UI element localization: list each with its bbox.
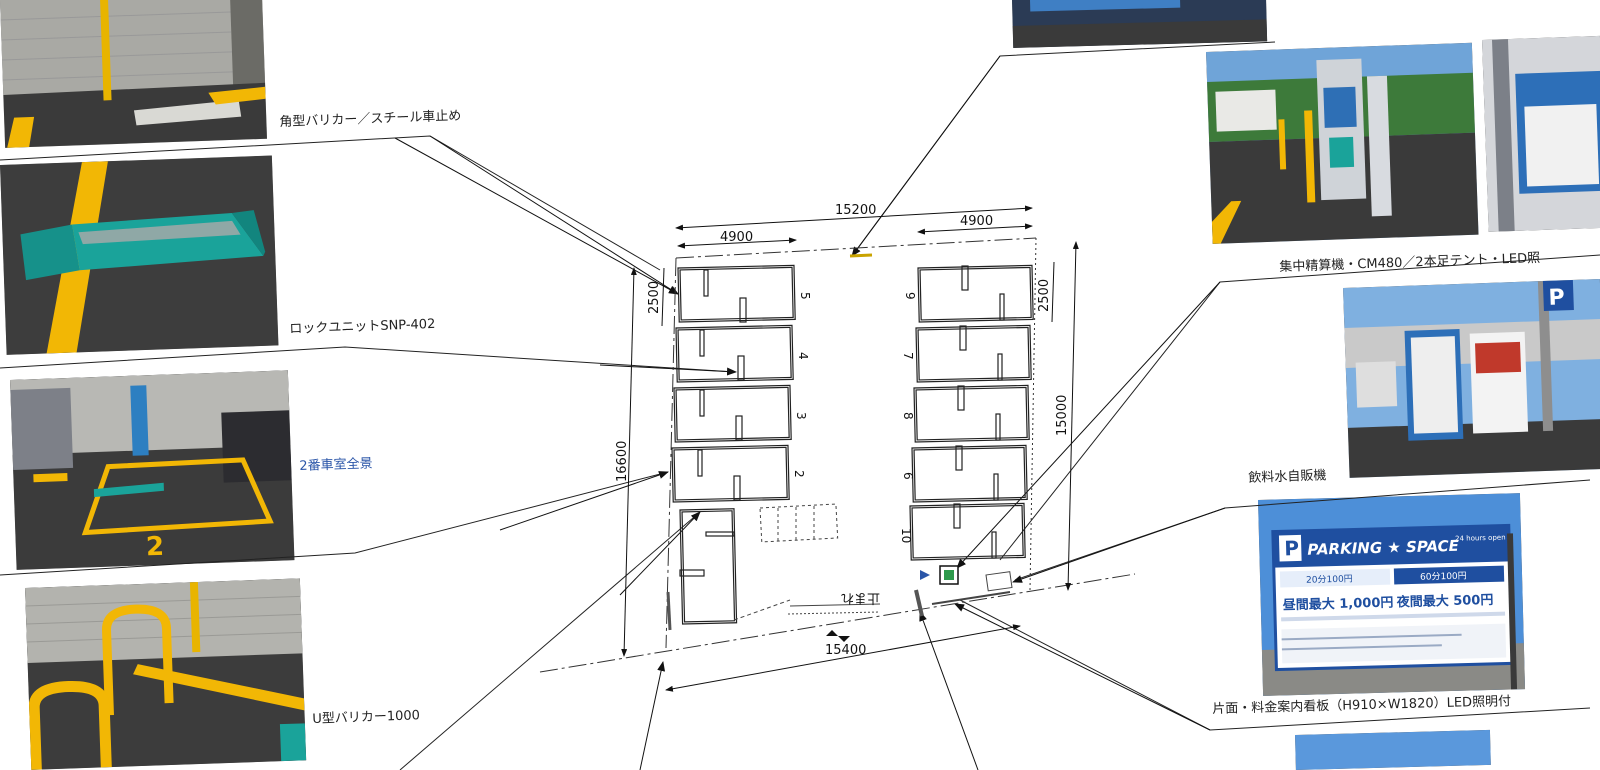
signboard-symbol	[914, 589, 924, 617]
left-stalls	[671, 264, 796, 625]
lot-boundary	[539, 237, 1136, 673]
leader-arrows	[394, 55, 1226, 770]
label-vending: 飲料水自販機	[1248, 468, 1327, 486]
pay-station-symbol-fill	[944, 570, 954, 580]
dim-right-length: 15000	[1055, 395, 1070, 436]
stall-number-9: 9	[903, 292, 917, 300]
label-u-barricade: U型バリカー1000	[312, 708, 421, 727]
stall-number-10: 10	[899, 528, 913, 543]
photo-top-fragment-art	[1012, 0, 1268, 48]
separator-lines	[0, 41, 1600, 770]
sign-title: PARKING ★ SPACE	[1307, 537, 1460, 559]
label-space-2-view: 2番車室全景	[299, 456, 373, 474]
stall-left-5	[677, 264, 796, 323]
photo-pay-station-art	[1206, 42, 1479, 244]
photo-pay-station-sign	[1482, 35, 1600, 232]
photo-space-2-number: 2	[145, 532, 164, 563]
stall-right-8	[913, 384, 1030, 443]
plan-details	[733, 253, 1013, 621]
stall-left-3	[673, 384, 792, 443]
barricade-symbol	[666, 591, 672, 631]
photo-u-barricade-art	[25, 578, 307, 770]
stall-number-8: 8	[901, 412, 915, 420]
stall-number-3: 3	[794, 412, 808, 420]
photo-space-2-art: 2	[10, 370, 295, 570]
photo-top-fragment	[1012, 0, 1268, 48]
photo-vending-machine-art: P	[1343, 279, 1600, 478]
sign-hours: 24 hours open	[1455, 534, 1506, 543]
photo-vending-p-mark: P	[1548, 285, 1565, 311]
photo-space-2: 2	[10, 370, 295, 570]
stall-number-2: 2	[792, 470, 806, 478]
photo-rate-signboard-art: P PARKING ★ SPACE 24 hours open 20分100円 …	[1258, 493, 1526, 696]
photo-rate-signboard: P PARKING ★ SPACE 24 hours open 20分100円 …	[1258, 493, 1526, 696]
photo-bottom-fragment-art	[1295, 729, 1491, 770]
stall-right-10	[909, 502, 1026, 561]
stall-left-1-parallel	[679, 508, 738, 625]
stall-left-2	[671, 444, 790, 503]
photo-lock-unit-art	[0, 155, 279, 355]
photo-corner-barricade-art	[0, 0, 268, 148]
stall-right-9	[917, 264, 1034, 323]
stall-number-4: 4	[796, 352, 810, 360]
sign-night-max: 夜間最大 500円	[1396, 592, 1494, 611]
stall-right-6	[911, 444, 1028, 503]
sign-day-rate: 20分100円	[1306, 574, 1353, 586]
stop-road-marking: 止まれ	[841, 590, 880, 605]
entrance-marker-down	[838, 636, 850, 642]
photo-u-barricade	[25, 578, 307, 770]
dim-total-width: 15200	[835, 203, 876, 218]
stall-right-7	[915, 324, 1032, 383]
sign-night-rate: 60分100円	[1420, 571, 1467, 583]
photo-lock-unit	[0, 155, 279, 355]
photo-vending-machine: P	[1343, 279, 1600, 478]
dim-bay-depth-left: 2500	[647, 281, 662, 314]
photo-corner-barricade	[0, 0, 268, 148]
dim-bay-depth-right: 2500	[1037, 279, 1052, 312]
stall-left-4	[675, 324, 794, 383]
sign-day-max: 昼間最大 1,000円	[1283, 594, 1394, 613]
right-stalls	[909, 264, 1034, 561]
dim-right-width: 4900	[960, 214, 993, 229]
stall-number-5: 5	[798, 292, 812, 300]
pay-station-direction	[920, 570, 930, 580]
photo-bottom-fragment	[1295, 729, 1491, 770]
dim-left-length: 16600	[615, 441, 630, 482]
photo-pay-station-sign-art	[1482, 35, 1600, 232]
stall-number-7: 7	[901, 352, 915, 360]
sign-p-mark: P	[1284, 536, 1299, 560]
photo-pay-station	[1206, 42, 1479, 244]
entrance-marker-up	[826, 630, 838, 636]
dim-left-width: 4900	[720, 230, 753, 245]
dim-bottom-width: 15400	[825, 643, 866, 658]
stall-number-6: 6	[901, 472, 915, 480]
dimension-lines	[621, 205, 1079, 692]
